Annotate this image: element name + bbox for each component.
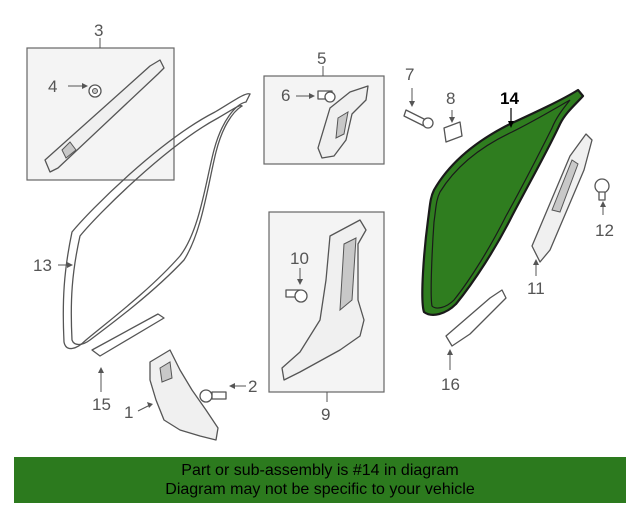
bolt-10[interactable]: [285, 268, 308, 303]
weatherstrip-14-highlighted[interactable]: [421, 88, 585, 316]
callout-15: 15: [92, 395, 111, 414]
banner-line-1: Part or sub-assembly is #14 in diagram: [181, 462, 459, 479]
callout-2: 2: [248, 377, 257, 396]
callout-16: 16: [441, 375, 460, 394]
scuff-plate-15[interactable]: [91, 313, 165, 357]
part-group-5: [263, 66, 385, 165]
info-banner: Part or sub-assembly is #14 in diagram D…: [14, 457, 626, 503]
clip-12[interactable]: [594, 178, 610, 215]
callout-8: 8: [446, 89, 455, 108]
callout-6: 6: [281, 86, 290, 105]
quarter-trim-16[interactable]: [445, 289, 507, 347]
callout-9: 9: [321, 405, 330, 424]
bolt-2[interactable]: [199, 383, 246, 403]
callout-13: 13: [33, 256, 52, 275]
part-group-9: [268, 211, 385, 402]
part-group-3: [26, 38, 175, 181]
callout-12: 12: [595, 221, 614, 240]
callout-4: 4: [48, 77, 57, 96]
banner-line-2: Diagram may not be specific to your vehi…: [165, 481, 475, 498]
screw-7[interactable]: [403, 88, 434, 129]
callout-1: 1: [124, 403, 133, 422]
callout-11: 11: [527, 279, 545, 298]
callout-3: 3: [94, 21, 103, 40]
callout-10: 10: [290, 249, 309, 268]
clip-8[interactable]: [443, 110, 463, 143]
callout-7: 7: [405, 65, 414, 84]
door-weatherstrip-13[interactable]: [62, 93, 251, 350]
upper-pillar-trim[interactable]: [44, 59, 165, 173]
screw-6[interactable]: [296, 90, 336, 103]
callout-14: 14: [500, 89, 519, 108]
callout-5: 5: [317, 49, 326, 68]
bolt-4[interactable]: [68, 83, 102, 98]
